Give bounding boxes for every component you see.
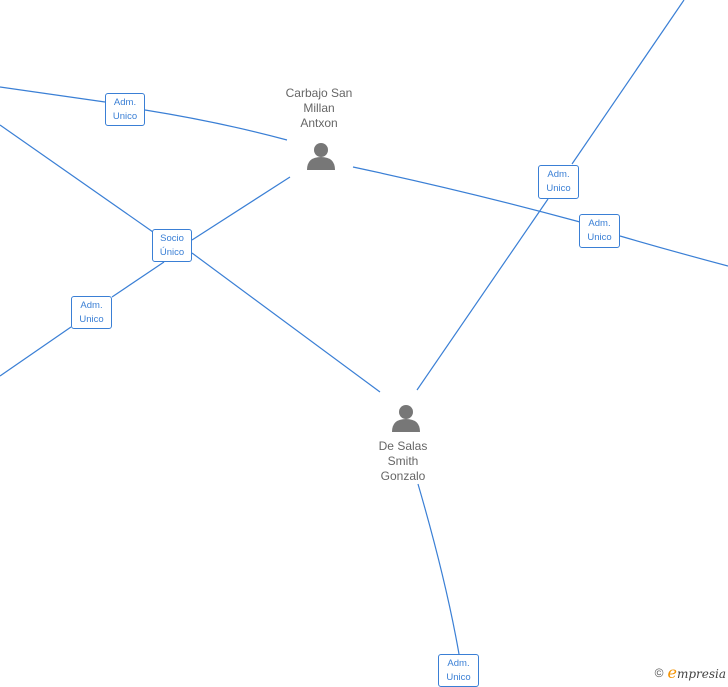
role-badge[interactable]: Adm. Unico [538,165,579,199]
person-name-carbajo: Carbajo San Millan Antxon [285,86,353,130]
person-name-desalas: De Salas Smith Gonzalo [378,439,428,483]
edge-adm-3-to-desalas [416,198,549,391]
footer-brand: © empresia [655,663,726,682]
edge-adm-4-to-right [619,235,728,267]
person-icon[interactable] [391,402,421,432]
edge-top-left-to-adm-1 [0,86,106,103]
role-badge[interactable]: Adm. Unico [438,654,479,687]
edge-left-to-socio [0,124,154,233]
role-badge[interactable]: Socio Único [152,229,192,262]
edge-socio-to-carbajo [191,176,291,241]
copyright-icon: © [654,665,664,680]
role-badge[interactable]: Adm. Unico [579,214,620,248]
edge-desalas-to-adm-5 [417,483,460,655]
edge-top-right-to-adm-3 [571,0,685,165]
role-badge[interactable]: Adm. Unico [105,93,145,126]
person-icon[interactable] [306,140,336,170]
edge-carbajo-to-adm-4 [352,166,581,223]
edge-socio-to-adm-2 [111,261,165,298]
edge-adm-1-to-carbajo [144,109,288,141]
role-badge[interactable]: Adm. Unico [71,296,112,329]
brand-logo: empresia [667,663,726,682]
edge-adm-2-to-left [0,326,72,377]
edge-socio-to-desalas [191,252,381,393]
